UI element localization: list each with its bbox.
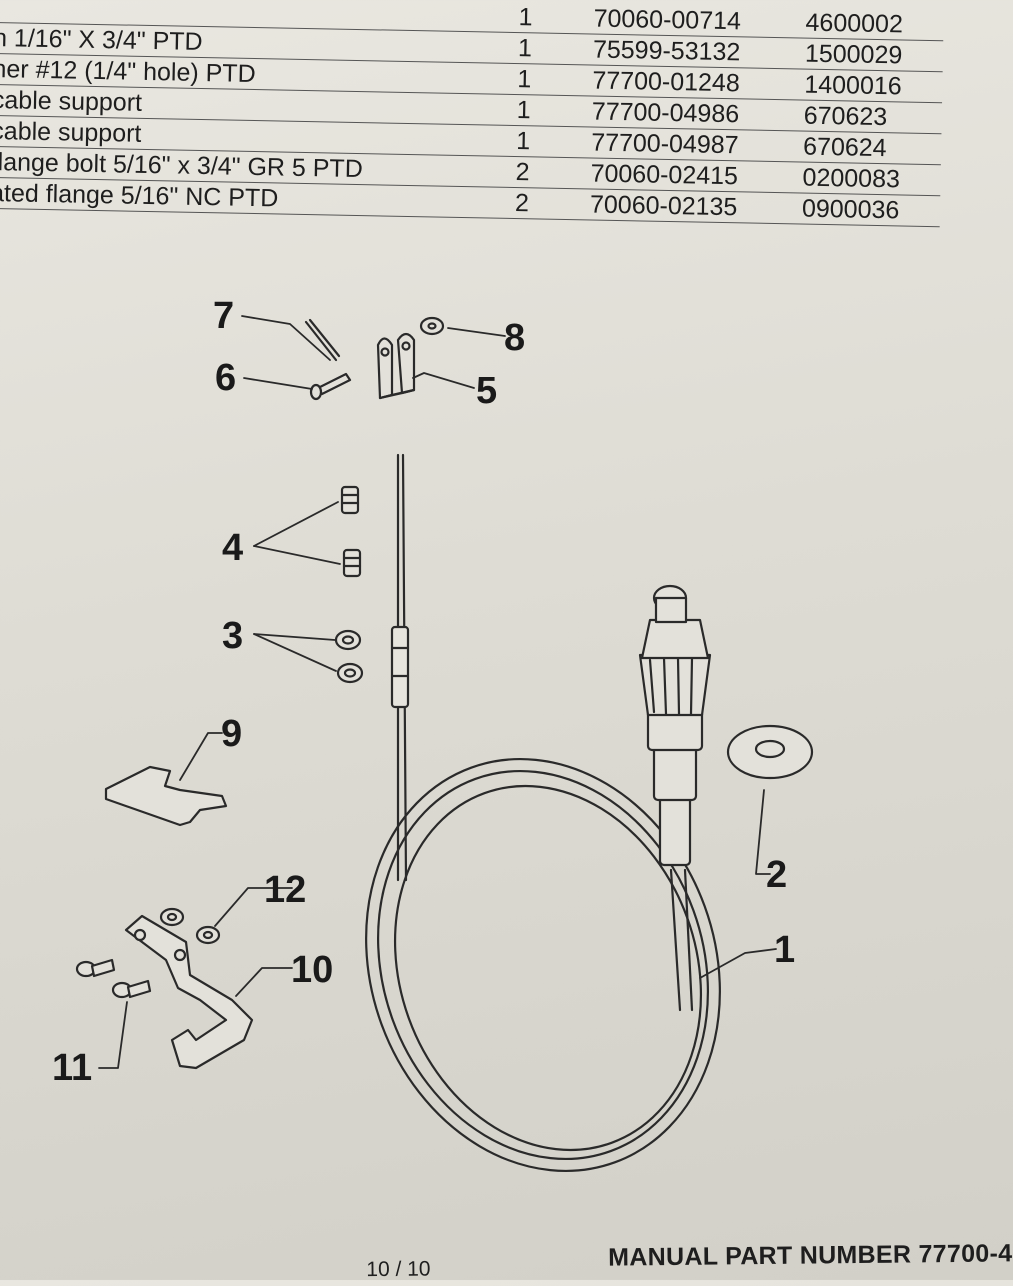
row-part-number: 77700-04987 xyxy=(590,128,739,160)
cable-handle-knob xyxy=(638,584,712,867)
callout-6: 6 xyxy=(215,357,236,399)
row-description: cable support xyxy=(0,85,143,117)
row-code: 1400016 xyxy=(804,70,902,101)
callout-10: 10 xyxy=(291,949,333,991)
row-quantity: 1 xyxy=(516,96,532,125)
row-quantity: 2 xyxy=(514,189,530,218)
callout-12: 12 xyxy=(264,869,306,911)
row-quantity: 1 xyxy=(518,3,533,32)
row-part-number: 77700-04986 xyxy=(591,97,740,129)
washer-part xyxy=(726,724,814,780)
callout-9: 9 xyxy=(221,713,242,755)
callout-1: 1 xyxy=(774,929,795,971)
cotter-pin-part xyxy=(304,318,341,362)
row-quantity: 1 xyxy=(517,34,533,63)
row-code: 670624 xyxy=(802,132,887,163)
ferrules-part xyxy=(340,485,362,578)
flange-nuts-part xyxy=(159,907,221,945)
row-part-number: 70060-02135 xyxy=(589,190,738,222)
callout-3: 3 xyxy=(222,615,243,657)
parts-table: 1 70060-00714 4600002 n 1/16" X 3/4" PTD… xyxy=(0,0,954,234)
row-description: cable support xyxy=(0,116,142,148)
row-description: n 1/16" X 3/4" PTD xyxy=(0,23,203,57)
page-number: 10 / 10 xyxy=(366,1257,431,1282)
clevis-part xyxy=(376,332,416,400)
callout-8: 8 xyxy=(504,317,525,359)
row-part-number: 77700-01248 xyxy=(592,66,741,98)
row-description: ated flange 5/16" NC PTD xyxy=(0,178,279,213)
manual-part-number: MANUAL PART NUMBER 77700-4 xyxy=(608,1239,1013,1272)
hex-nuts-part xyxy=(334,629,364,684)
diagram-drawing: 7 6 8 5 4 3 9 12 10 11 1 2 xyxy=(52,295,814,1173)
flange-bolts-part xyxy=(75,958,152,999)
row-quantity: 2 xyxy=(515,158,530,187)
callout-11: 11 xyxy=(52,1047,92,1089)
row-description: her #12 (1/4" hole) PTD xyxy=(0,54,256,89)
callout-4: 4 xyxy=(222,527,243,569)
callout-labels: 7 6 8 5 4 3 9 12 10 11 1 2 xyxy=(52,295,795,1089)
callout-5: 5 xyxy=(476,370,497,412)
row-code: 1500029 xyxy=(804,39,903,70)
clevis-pin-part xyxy=(309,372,352,401)
cable-support-plate-part xyxy=(104,765,228,827)
small-washer-part xyxy=(419,316,445,336)
control-cable-part xyxy=(365,453,721,1173)
exploded-parts-diagram: 7 6 8 5 4 3 9 12 10 11 1 2 xyxy=(0,220,960,1260)
callout-7: 7 xyxy=(213,295,234,337)
row-part-number: 70060-02415 xyxy=(590,159,739,191)
row-quantity: 1 xyxy=(517,65,532,94)
row-part-number: 75599-53132 xyxy=(592,35,741,67)
row-quantity: 1 xyxy=(515,127,531,156)
row-code: 0200083 xyxy=(802,163,901,194)
callout-leader-lines xyxy=(98,315,777,1069)
row-code: 670623 xyxy=(803,101,888,132)
row-code: 4600002 xyxy=(805,8,904,39)
row-part-number: 70060-00714 xyxy=(593,4,742,36)
callout-2: 2 xyxy=(766,854,787,896)
cable-bracket-part xyxy=(124,914,254,1070)
